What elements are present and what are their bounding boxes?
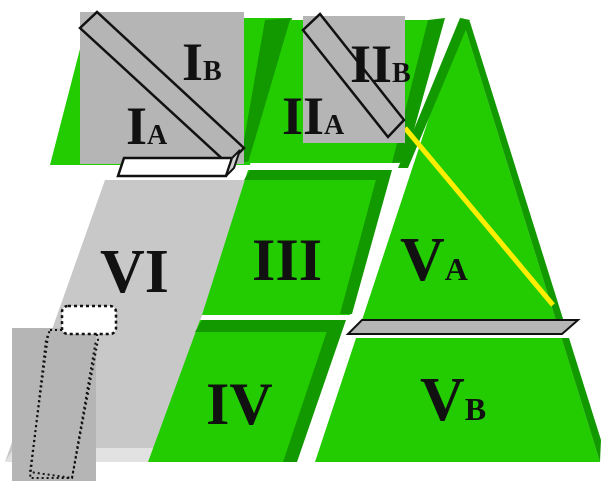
region-iii-top [244,170,392,180]
label-vb: VB [420,366,486,434]
label-ia: IA [126,96,168,156]
region-ib-edge [240,18,292,163]
region-va-top-edge [398,18,470,168]
region-iv-edge [283,320,346,462]
label-iia: IIA [282,86,345,146]
region-ii-edge [392,18,445,163]
plate-v [345,319,581,335]
region-iv-top [195,320,346,332]
region-v-face [315,18,600,462]
dotted-cap [60,304,118,336]
region-iii-face [202,170,390,315]
label-va: VA [400,226,468,294]
label-iv: IV [206,371,273,437]
region-iii-edge [340,170,392,314]
white-block-i [116,156,234,178]
yellow-line [403,126,555,307]
diagonal-bar-i [78,10,246,166]
diagonal-bar-ii [301,12,406,139]
label-vi: VI [100,238,169,306]
dotted-tube [28,329,100,479]
label-iib: IIB [350,34,411,94]
label-ib: IB [182,32,222,92]
white-block-i-side [225,149,241,177]
gray-box-vi [12,328,96,481]
region-v-edge-right [462,18,601,462]
label-iii: III [252,227,322,293]
